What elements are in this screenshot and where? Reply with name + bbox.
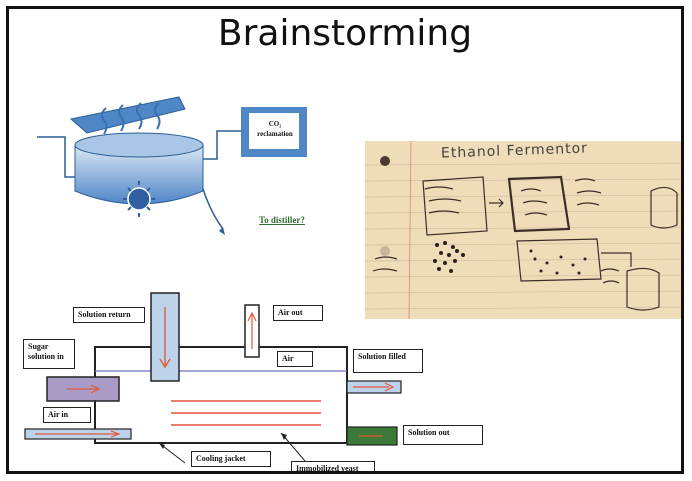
distiller-link[interactable]: To distiller? (259, 215, 305, 225)
steam-line (117, 104, 125, 132)
sketch-jar (626, 267, 660, 311)
label-sugar-solution-in: Sugar solution in (23, 339, 75, 369)
tank-top (74, 132, 204, 158)
co2-reclamation-label: CO₂ reclamation (257, 120, 293, 138)
notebook-paper (365, 141, 681, 319)
label-cooling-jacket: Cooling jacket (191, 451, 271, 467)
bioreactor-diagram (24, 292, 402, 464)
label-air: Air (277, 351, 313, 367)
sketch-arrow (489, 198, 504, 208)
label-solution-filled: Solution filled (353, 349, 423, 373)
label-solution-return: Solution return (73, 307, 145, 323)
sketch-pipe (601, 252, 632, 267)
label-solution-out: Solution out (403, 425, 483, 445)
sketch-note (574, 178, 602, 206)
sketch-tank-right (650, 186, 678, 229)
sketch-dots (433, 241, 587, 275)
inlet-pipe (37, 136, 75, 178)
slide-frame: Brainstorming (6, 6, 684, 474)
label-air-out: Air out (273, 305, 323, 321)
label-air-in: Air in (43, 407, 91, 423)
sketch-note (424, 186, 462, 214)
outlet-pipe (202, 188, 224, 230)
heater-icon (127, 187, 151, 211)
label-immobilized-yeast: Immobilized yeast (291, 461, 375, 471)
outlet-arrow (219, 227, 225, 235)
sketch-box-left (422, 176, 488, 236)
co2-pipe (203, 130, 241, 160)
sketch-note (600, 268, 620, 284)
sketch-photo: Ethanol Fermentor (365, 141, 681, 319)
sketch-note (520, 188, 548, 216)
slide-title: Brainstorming (217, 13, 473, 54)
co2-box-inner (249, 113, 299, 149)
sketch-tank-bottom (516, 238, 602, 282)
steam-line (153, 102, 161, 130)
steam-line (100, 107, 108, 135)
sketch-note (372, 256, 398, 272)
fermenter-illustration (37, 96, 307, 235)
steam-line (135, 102, 143, 130)
sketch-box-middle (507, 175, 571, 233)
